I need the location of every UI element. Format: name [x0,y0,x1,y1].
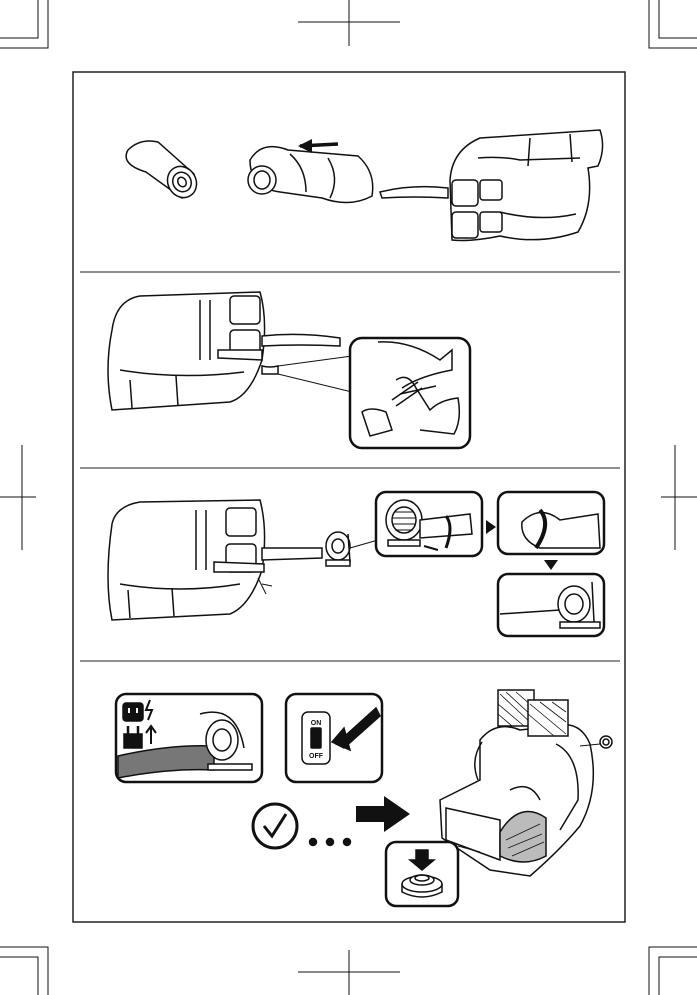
switch-off-label: OFF [309,753,324,760]
dot-icon [327,839,334,846]
arrow-down-icon [544,560,558,570]
outlet-plug-icon [116,694,262,782]
arrow-right-icon [486,520,496,534]
tube-strap-detail-icon [498,492,604,554]
unrolling-bounce-house-icon [248,139,373,203]
step-power-inflate: ON OFF [116,690,612,906]
blower-tube-detail-icon [376,492,482,556]
deflated-bounce-house-icon [108,292,352,410]
step-tie-outlet [108,292,470,448]
blower-secured-detail-icon [498,574,604,636]
valve-closed-detail-icon [386,842,458,906]
step-attach-blower [108,492,604,636]
tie-outlet-detail-icon [350,338,470,448]
power-switch-icon: ON OFF [286,694,382,782]
blower-connected-icon [108,500,378,620]
arrow-right-big-icon [356,796,410,832]
rolled-bounce-house-icon [126,141,202,203]
dot-icon [344,839,351,846]
checkmark-clock-icon [253,804,351,848]
flat-bounce-house-icon [380,130,603,241]
inflated-bounce-house-icon [440,690,612,876]
step-unroll [126,130,602,241]
switch-on-label: ON [311,720,322,727]
dot-icon [310,839,317,846]
